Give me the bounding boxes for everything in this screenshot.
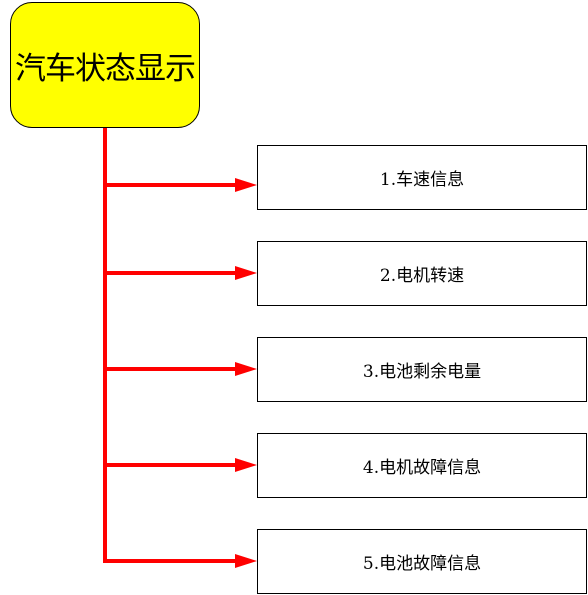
arrowhead-3	[235, 362, 257, 376]
root-node: 汽车状态显示	[10, 2, 200, 128]
child-node-label: 4.电机故障信息	[362, 458, 482, 478]
arrowhead-1	[235, 178, 257, 192]
child-node-3: 3.电池剩余电量	[257, 337, 587, 402]
child-node-5: 5.电池故障信息	[257, 529, 587, 594]
child-node-label: 3.电池剩余电量	[362, 362, 482, 382]
child-node-label: 1.车速信息	[379, 170, 465, 190]
child-node-label: 5.电池故障信息	[362, 554, 482, 574]
child-node-label: 2.电机转速	[379, 266, 465, 286]
child-node-4: 4.电机故障信息	[257, 433, 587, 498]
arrowhead-5	[235, 554, 257, 568]
arrowhead-2	[235, 266, 257, 280]
child-node-1: 1.车速信息	[257, 145, 587, 210]
child-node-2: 2.电机转速	[257, 241, 587, 306]
arrowhead-4	[235, 458, 257, 472]
root-node-label: 汽车状态显示	[15, 50, 196, 87]
